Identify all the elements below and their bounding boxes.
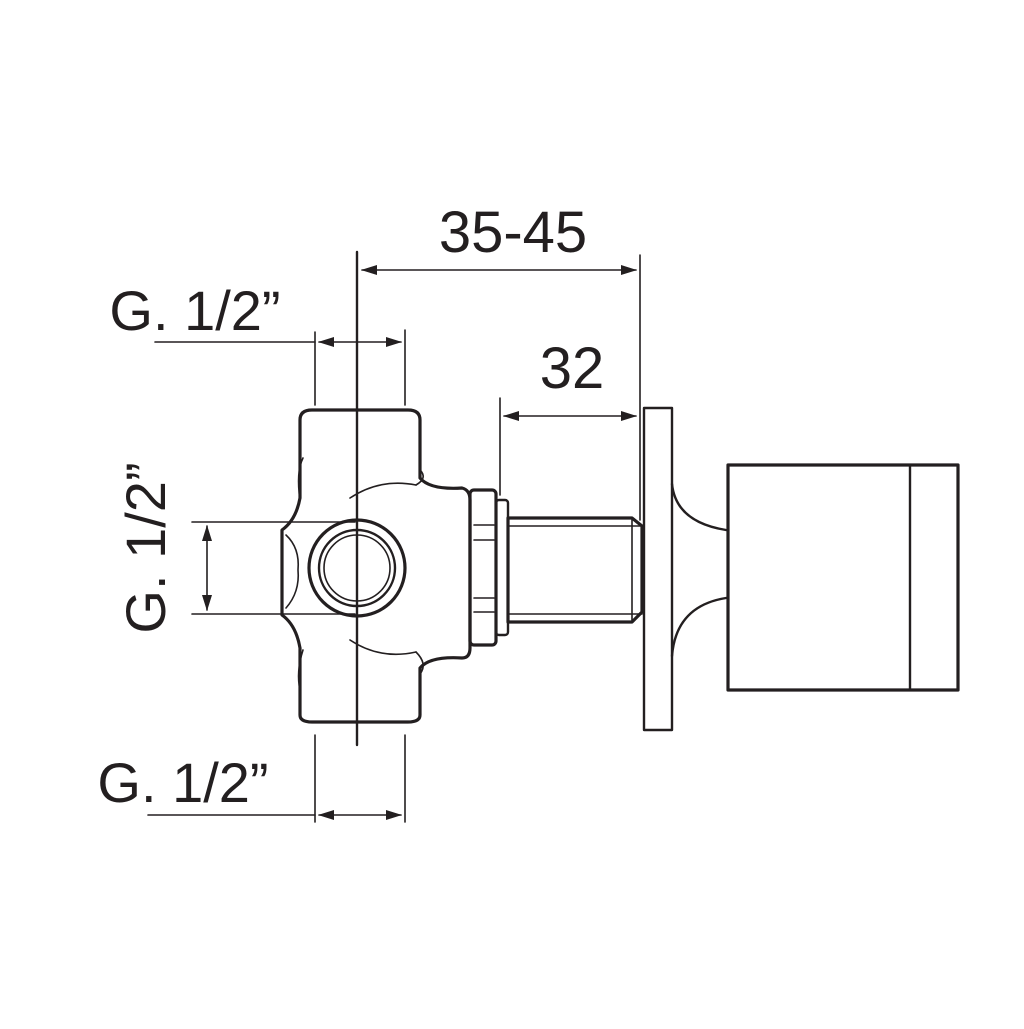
dimension-label-top-thread: G. 1/2”	[109, 279, 280, 342]
dimension-label-total-depth: 35-45	[439, 200, 587, 265]
dimension-top-thread: G. 1/2”	[109, 279, 406, 406]
hex-nut	[468, 488, 510, 647]
dimension-stem-length: 32	[499, 336, 637, 496]
dimension-label-side-thread: G. 1/2”	[114, 462, 177, 633]
threaded-stem	[506, 516, 644, 624]
handle-knob	[726, 463, 960, 692]
dimension-side-thread: G. 1/2”	[114, 462, 356, 634]
cover-plate	[642, 406, 728, 732]
valve-body	[280, 408, 472, 724]
dimension-label-stem-length: 32	[540, 336, 605, 401]
dimension-label-bottom-thread: G. 1/2”	[97, 751, 268, 814]
dimension-bottom-thread: G. 1/2”	[97, 734, 406, 823]
dimension-total-depth: 35-45	[361, 200, 641, 521]
